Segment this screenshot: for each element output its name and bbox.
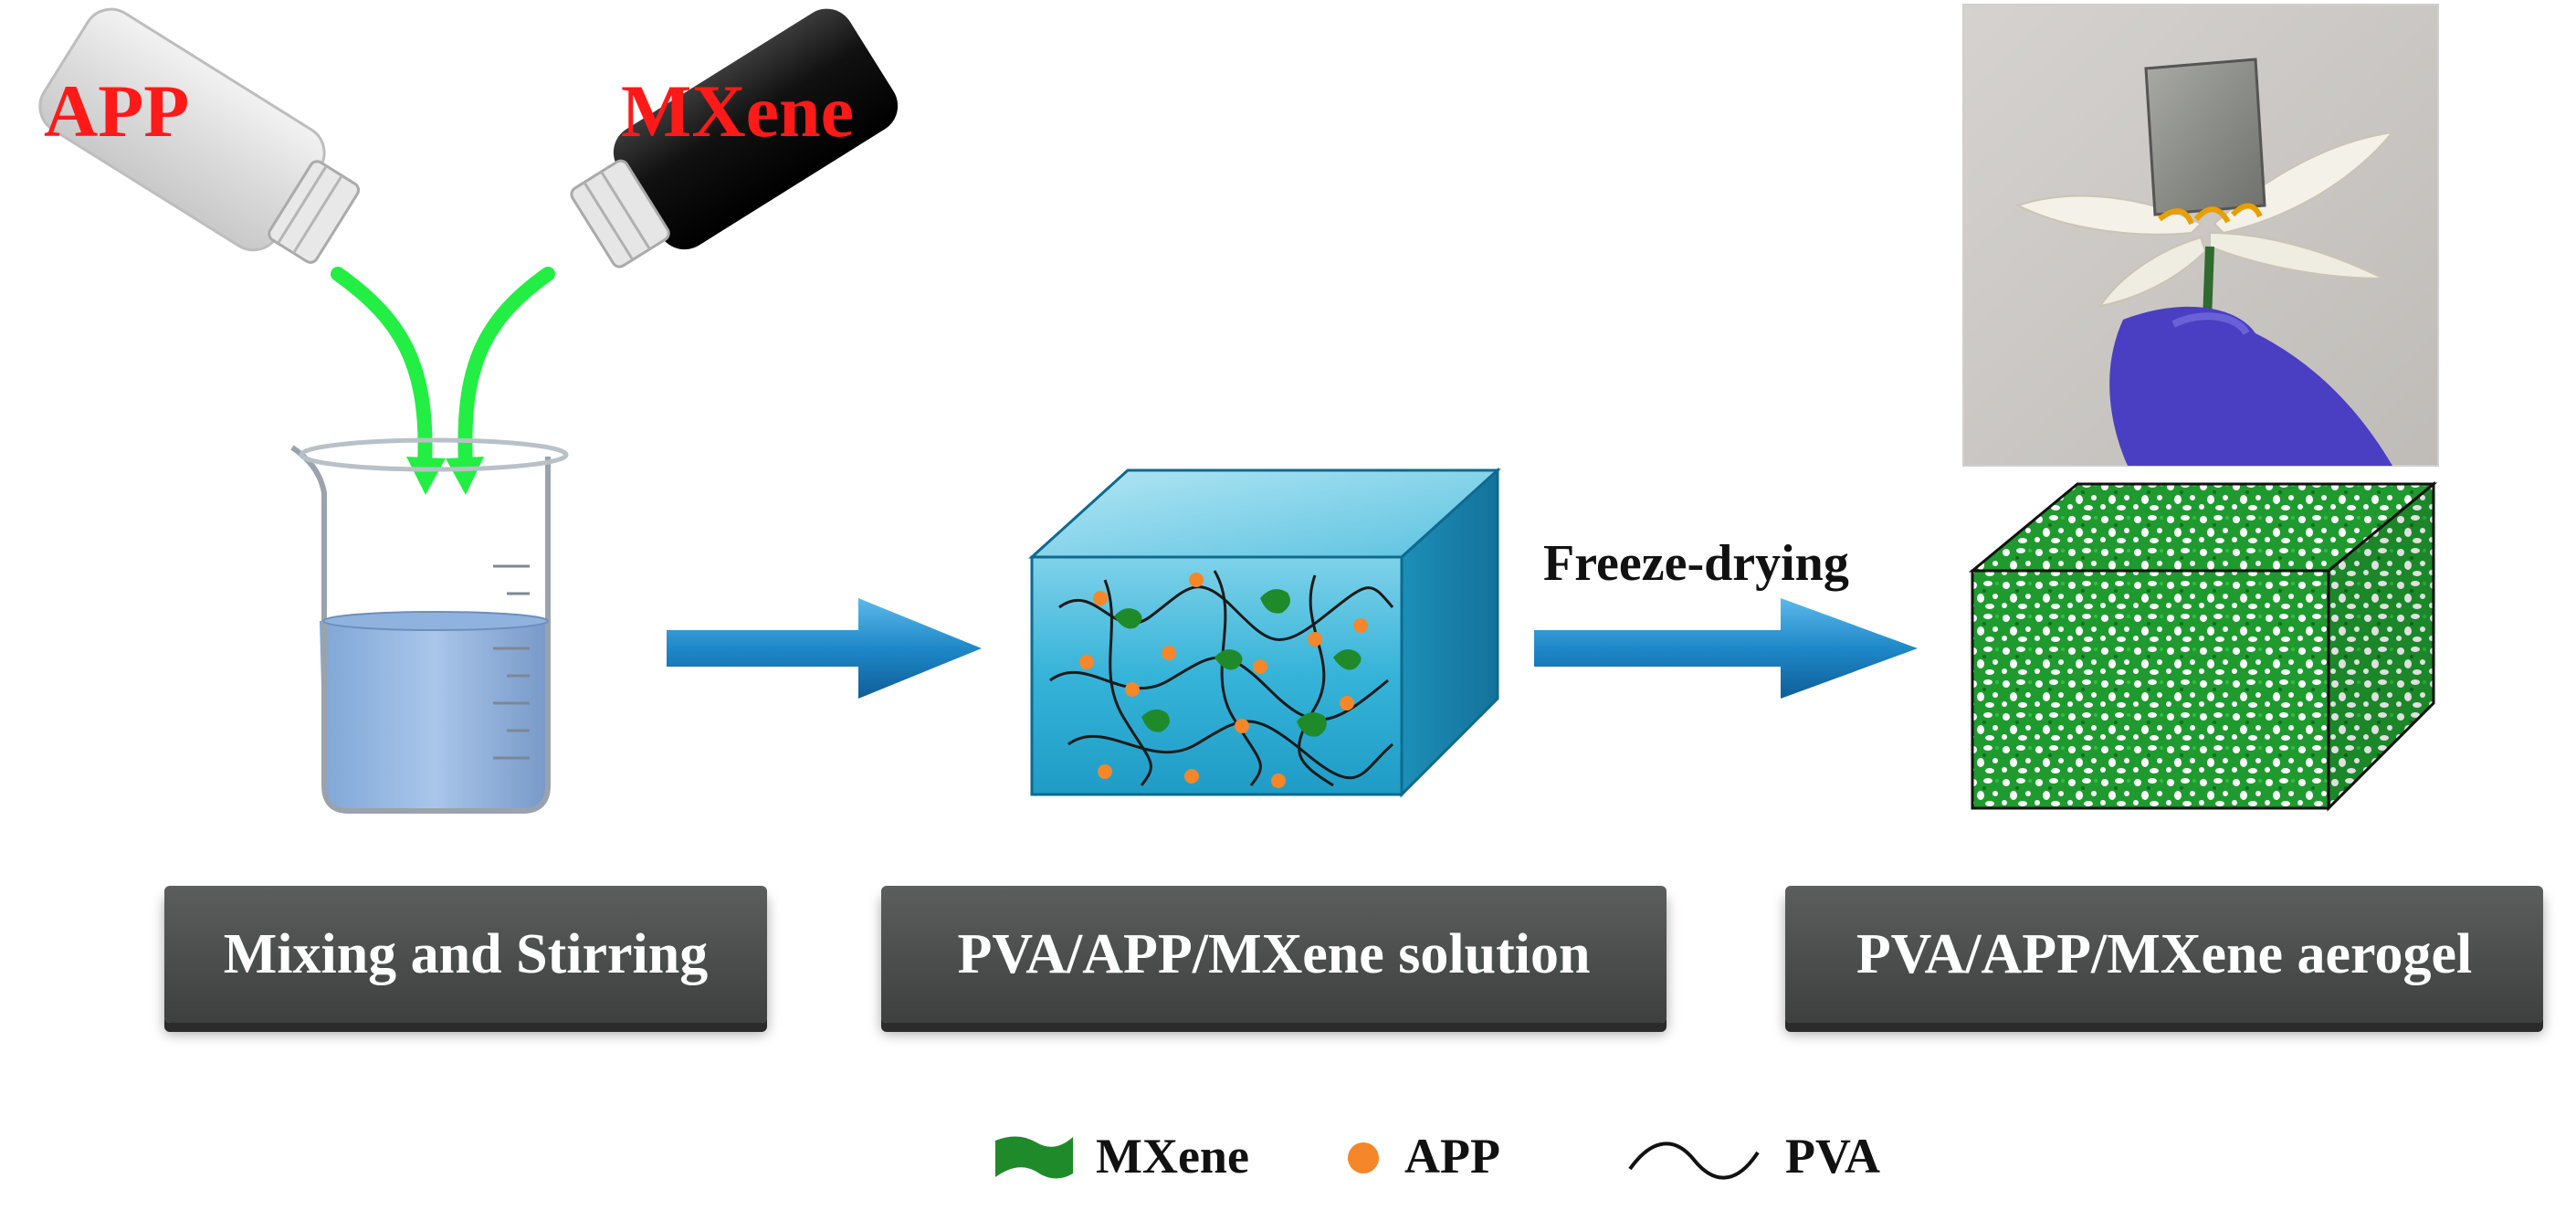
freeze-drying-arrow-icon: [1534, 598, 1918, 699]
aerogel-cube-icon: [1968, 480, 2438, 812]
app-vial-icon: [38, 7, 361, 264]
legend-pva-text: PVA: [1785, 1129, 1881, 1184]
step-aerogel-label: PVA/APP/MXene aerogel: [1785, 886, 2543, 1023]
app-legend-icon: [1348, 1142, 1379, 1173]
flower-photo: [1962, 4, 2439, 467]
beaker-icon: [290, 437, 569, 814]
process-arrow-icon: [667, 598, 982, 699]
legend-mxene-text: MXene: [1096, 1129, 1249, 1184]
freeze-drying-label: Freeze-drying: [1543, 535, 1849, 592]
step-solution-label: PVA/APP/MXene solution: [881, 886, 1667, 1023]
mxene-label: MXene: [621, 69, 855, 153]
step-mixing-label: Mixing and Stirring: [164, 886, 767, 1023]
legend-app-text: APP: [1404, 1129, 1500, 1184]
pva-legend-icon: [1628, 1142, 1760, 1180]
solution-cube-icon: [1028, 467, 1501, 798]
mxene-vial-icon: [570, 8, 899, 268]
pour-arrows-icon: [331, 267, 555, 495]
mxene-legend-icon: [995, 1136, 1073, 1179]
app-label: APP: [44, 69, 190, 153]
